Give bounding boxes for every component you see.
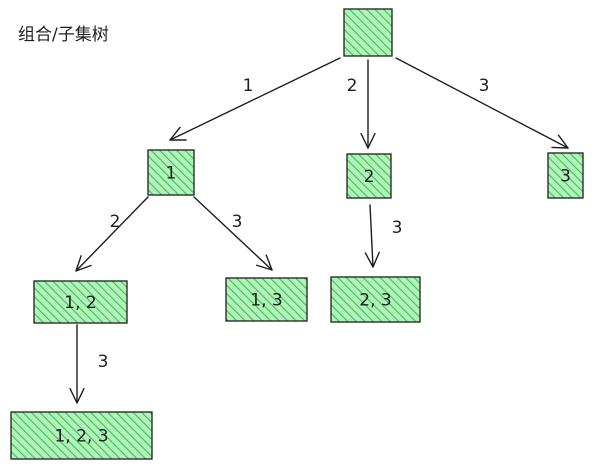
tree-node-root (343, 8, 393, 57)
node-label: 1 (166, 164, 177, 184)
edge-line (395, 57, 569, 149)
node-fill (226, 278, 307, 321)
edge-root-n2: 2 (347, 59, 376, 149)
arrowhead-icon (69, 387, 85, 404)
tree-node-n3: 3 (547, 152, 584, 199)
node-fill (344, 9, 392, 56)
node-label: 1, 3 (250, 291, 282, 311)
node-fill (347, 154, 391, 198)
tree-node-n23: 2, 3 (330, 276, 421, 323)
node-fill (548, 153, 583, 198)
node-border (10, 411, 153, 460)
edge-line (75, 196, 149, 272)
arrowhead-icon (256, 254, 273, 271)
edge-label: 3 (392, 218, 403, 238)
edge-line (169, 57, 341, 141)
arrowhead-icon (364, 251, 380, 268)
node-fill (331, 277, 420, 322)
node-border (346, 153, 392, 199)
node-border (147, 149, 195, 196)
edge-line (369, 204, 374, 268)
edge-label: 2 (347, 76, 358, 96)
node-fill (11, 412, 152, 459)
node-label: 2, 3 (359, 291, 391, 311)
edge-line (193, 196, 273, 271)
arrowhead-icon (360, 132, 376, 149)
tree-node-n1: 1 (147, 149, 195, 196)
node-label: 1, 2, 3 (54, 427, 108, 447)
edge-label: 2 (110, 212, 121, 232)
arrowhead-icon (169, 126, 187, 141)
arrowhead-icon (551, 134, 569, 149)
edge-label: 3 (232, 212, 243, 232)
node-label: 1, 2 (64, 293, 96, 313)
node-border (343, 8, 393, 57)
tree-node-n2: 2 (346, 153, 392, 199)
edge-label: 3 (98, 352, 109, 372)
edge-root-n1: 1 (169, 57, 341, 141)
arrowhead-icon (75, 255, 92, 272)
edge-n2-n23: 3 (364, 204, 403, 268)
node-label: 2 (364, 167, 375, 187)
diagram-title: 组合/子集树 (18, 25, 109, 45)
node-fill (34, 281, 127, 323)
edge-label: 1 (243, 76, 254, 96)
node-border (33, 280, 128, 324)
node-fill (148, 150, 194, 195)
node-border (330, 276, 421, 323)
tree-node-n13: 1, 3 (225, 277, 308, 322)
edge-n12-n123: 3 (69, 324, 109, 404)
edge-label: 3 (479, 76, 490, 96)
edge-root-n3: 3 (395, 57, 569, 149)
node-border (547, 152, 584, 199)
tree-node-n12: 1, 2 (33, 280, 128, 324)
tree-node-n123: 1, 2, 3 (10, 411, 153, 460)
edge-n1-n12: 2 (75, 196, 149, 272)
edge-n1-n13: 3 (193, 196, 273, 271)
node-label: 3 (560, 167, 571, 187)
node-border (225, 277, 308, 322)
